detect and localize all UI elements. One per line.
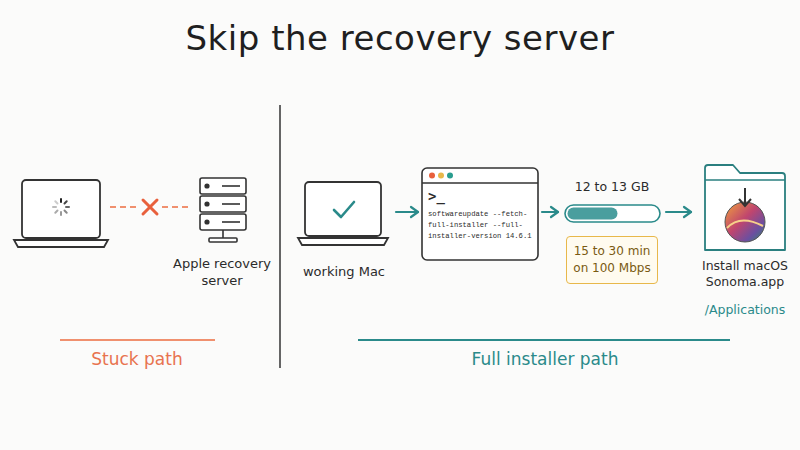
dashed-line (162, 206, 192, 208)
folder-node: Install macOS Sonoma.app/Applications (695, 160, 795, 325)
laptop-screen (22, 180, 100, 238)
terminal-box: >_ softwareupdate --fetch-full-installer … (422, 168, 538, 260)
prompt-symbol: >_ (428, 187, 533, 205)
server-led (205, 220, 209, 224)
flow-arrow (396, 207, 418, 217)
server-unit (200, 214, 246, 230)
section-rule (60, 339, 215, 341)
terminal-window (422, 168, 538, 260)
laptop-node: working Mac (296, 175, 392, 285)
arrow-shaft (396, 211, 418, 213)
loading-spinner (53, 199, 69, 215)
server-led (205, 202, 209, 206)
spinner-tick (55, 201, 57, 203)
server-slot (222, 185, 240, 187)
laptop-base (298, 238, 388, 245)
flow-arrow (666, 207, 691, 217)
diagram-title: Skip the recovery server (0, 18, 800, 58)
server-node: Apple recovery server (172, 175, 272, 290)
server-slot (222, 221, 240, 223)
time-box: 15 to 30 min on 100 Mbps (566, 236, 658, 284)
section-label: Full installer path (420, 349, 670, 369)
download-arrow (739, 199, 751, 206)
server-stand (222, 230, 224, 238)
folder-flap (705, 179, 785, 180)
spinner-tick (60, 199, 62, 202)
server-led (205, 184, 209, 188)
folder-outline (705, 165, 785, 250)
installer-icon (725, 202, 765, 242)
window-dot (438, 173, 444, 179)
size-label: 12 to 13 GB (562, 178, 662, 195)
progress-fill (568, 208, 618, 220)
arrow-shaft (666, 211, 691, 213)
spinner-tick (65, 201, 67, 203)
arrow-head (411, 207, 418, 217)
cross-mark (143, 200, 157, 214)
download-arrow (744, 188, 746, 204)
server-icon (200, 178, 246, 242)
spinner-tick (65, 211, 67, 213)
text-holder: 15 to 30 min on 100 Mbps (571, 243, 653, 277)
spinner-tick (53, 206, 56, 208)
check-mark (334, 202, 354, 217)
node-label: working Mac (296, 263, 392, 280)
server-base (209, 238, 237, 242)
laptop-base (14, 240, 108, 247)
dashed-line (110, 206, 140, 208)
app-name: Install macOS Sonoma.app (695, 258, 795, 290)
progress-bar (565, 205, 660, 222)
spinner-tick (55, 211, 57, 213)
folder-path: /Applications (695, 301, 795, 318)
arrow-head (684, 207, 691, 217)
spinner-tick (60, 212, 62, 215)
server-unit (200, 196, 246, 212)
installer-hill (727, 220, 763, 228)
progress-node: 12 to 13 GB (562, 178, 662, 226)
progress-track (565, 205, 660, 222)
working-laptop (298, 182, 388, 245)
arrow-head (551, 207, 558, 217)
spinner-tick (66, 206, 69, 208)
divider-line (279, 105, 281, 368)
failed-link (110, 200, 192, 214)
terminal-frame (422, 168, 538, 260)
command-text: softwareupdate --fetch-full-installer --… (428, 209, 534, 242)
cross-mark (143, 200, 157, 214)
laptop-screen (305, 182, 381, 236)
window-dot (429, 173, 435, 179)
applications-folder (705, 165, 785, 250)
stuck-laptop (14, 180, 108, 247)
window-dot (447, 173, 453, 179)
server-unit (200, 178, 246, 194)
flow-arrow (542, 207, 558, 217)
arrow-shaft (542, 211, 558, 213)
server-slot (222, 203, 240, 205)
time-note: 15 to 30 min on 100 Mbps (571, 243, 653, 277)
section-rule (358, 339, 730, 341)
section-label: Stuck path (47, 349, 227, 369)
terminal-titlebar (422, 182, 538, 183)
node-label: Apple recovery server (172, 255, 272, 289)
